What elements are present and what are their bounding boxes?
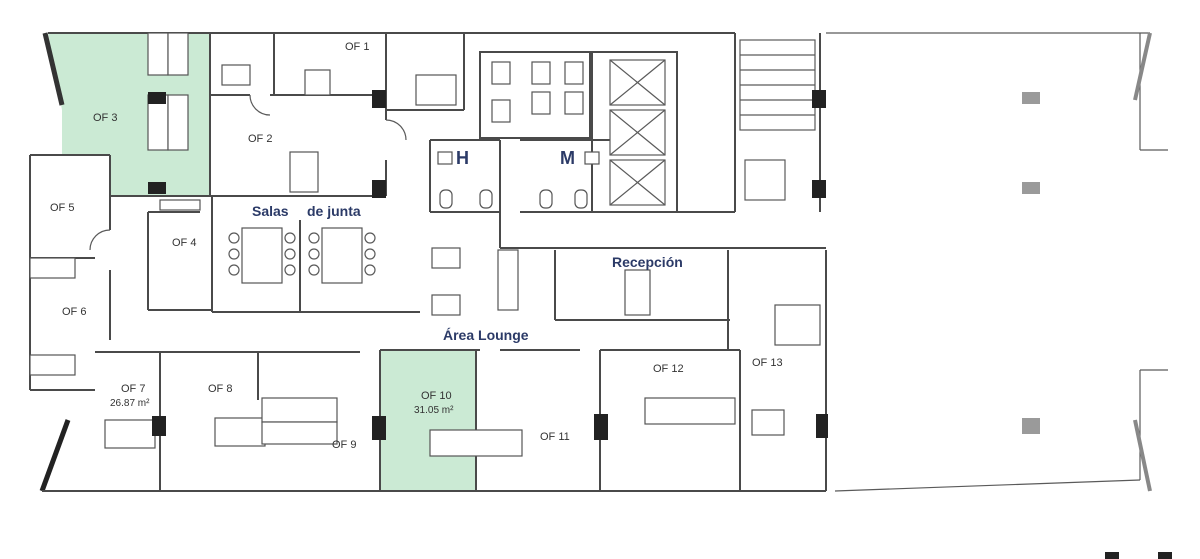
- of3-label: OF 3: [93, 112, 117, 124]
- salas-label: Salas: [252, 203, 289, 219]
- of5-label: OF 5: [50, 202, 74, 214]
- de-junta-label: de junta: [307, 203, 361, 219]
- restroom-women-label: M: [560, 148, 575, 168]
- east-wing: [826, 32, 1172, 559]
- of1-label: OF 1: [345, 41, 369, 53]
- of6-label: OF 6: [62, 306, 86, 318]
- meeting-rooms: [147, 196, 420, 313]
- of7-label: OF 7: [121, 383, 145, 395]
- of11-label: OF 11: [540, 431, 570, 443]
- lounge-label: Área Lounge: [443, 327, 529, 343]
- of10-label: OF 10: [421, 390, 452, 402]
- lounge-reception: [431, 247, 730, 350]
- facade-left-bottom: [39, 419, 71, 492]
- of2-label: OF 2: [248, 133, 272, 145]
- of10-highlight[interactable]: [380, 350, 476, 491]
- of7-area: 26.87 m²: [110, 398, 150, 409]
- facade-left-top: [42, 32, 65, 106]
- of8-label: OF 8: [208, 383, 232, 395]
- structural-columns: [148, 90, 828, 440]
- of4-label: OF 4: [172, 237, 196, 249]
- restroom-men-label: H: [456, 148, 469, 168]
- north-furniture: [29, 32, 457, 376]
- core-area: [429, 33, 826, 249]
- of10-area: 31.05 m²: [414, 405, 454, 416]
- of13-label: OF 13: [752, 357, 783, 369]
- south-offices: [95, 250, 827, 491]
- recepcion-label: Recepción: [612, 254, 683, 270]
- of12-label: OF 12: [653, 363, 684, 375]
- of9-label: OF 9: [332, 439, 356, 451]
